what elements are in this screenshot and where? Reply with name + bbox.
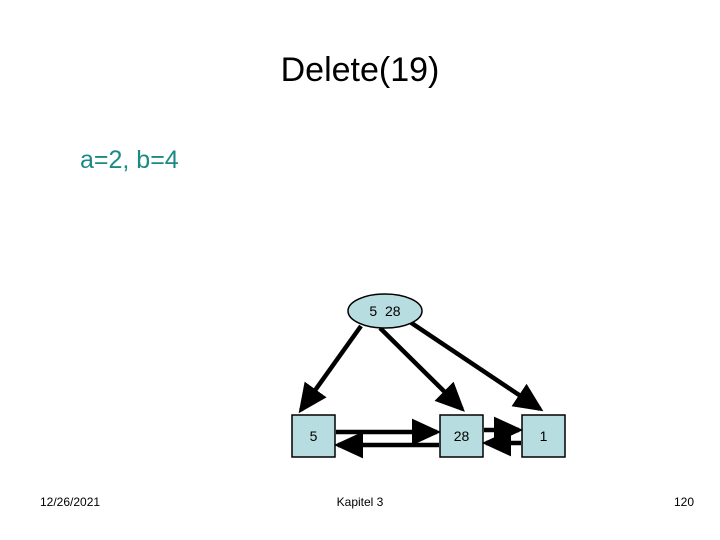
variable-annotation: a=2, b=4 (80, 146, 179, 174)
footer-date: 12/26/2021 (40, 495, 101, 509)
page-title: Delete(19) (280, 51, 440, 89)
tree-node-5-label: 5 (309, 428, 318, 444)
tree-edge-root-to-1 (408, 320, 544, 412)
footer-chapter: Kapitel 3 (336, 495, 384, 509)
tree-node-root-label: 5 28 (369, 303, 401, 319)
tree-edge-root-to-28 (378, 326, 465, 412)
tree-node-28-label: 28 (453, 428, 470, 444)
tree-node-1-label: 1 (539, 428, 548, 444)
footer-page-number: 120 (673, 495, 694, 509)
tree-edge-root-to-5 (298, 324, 363, 414)
